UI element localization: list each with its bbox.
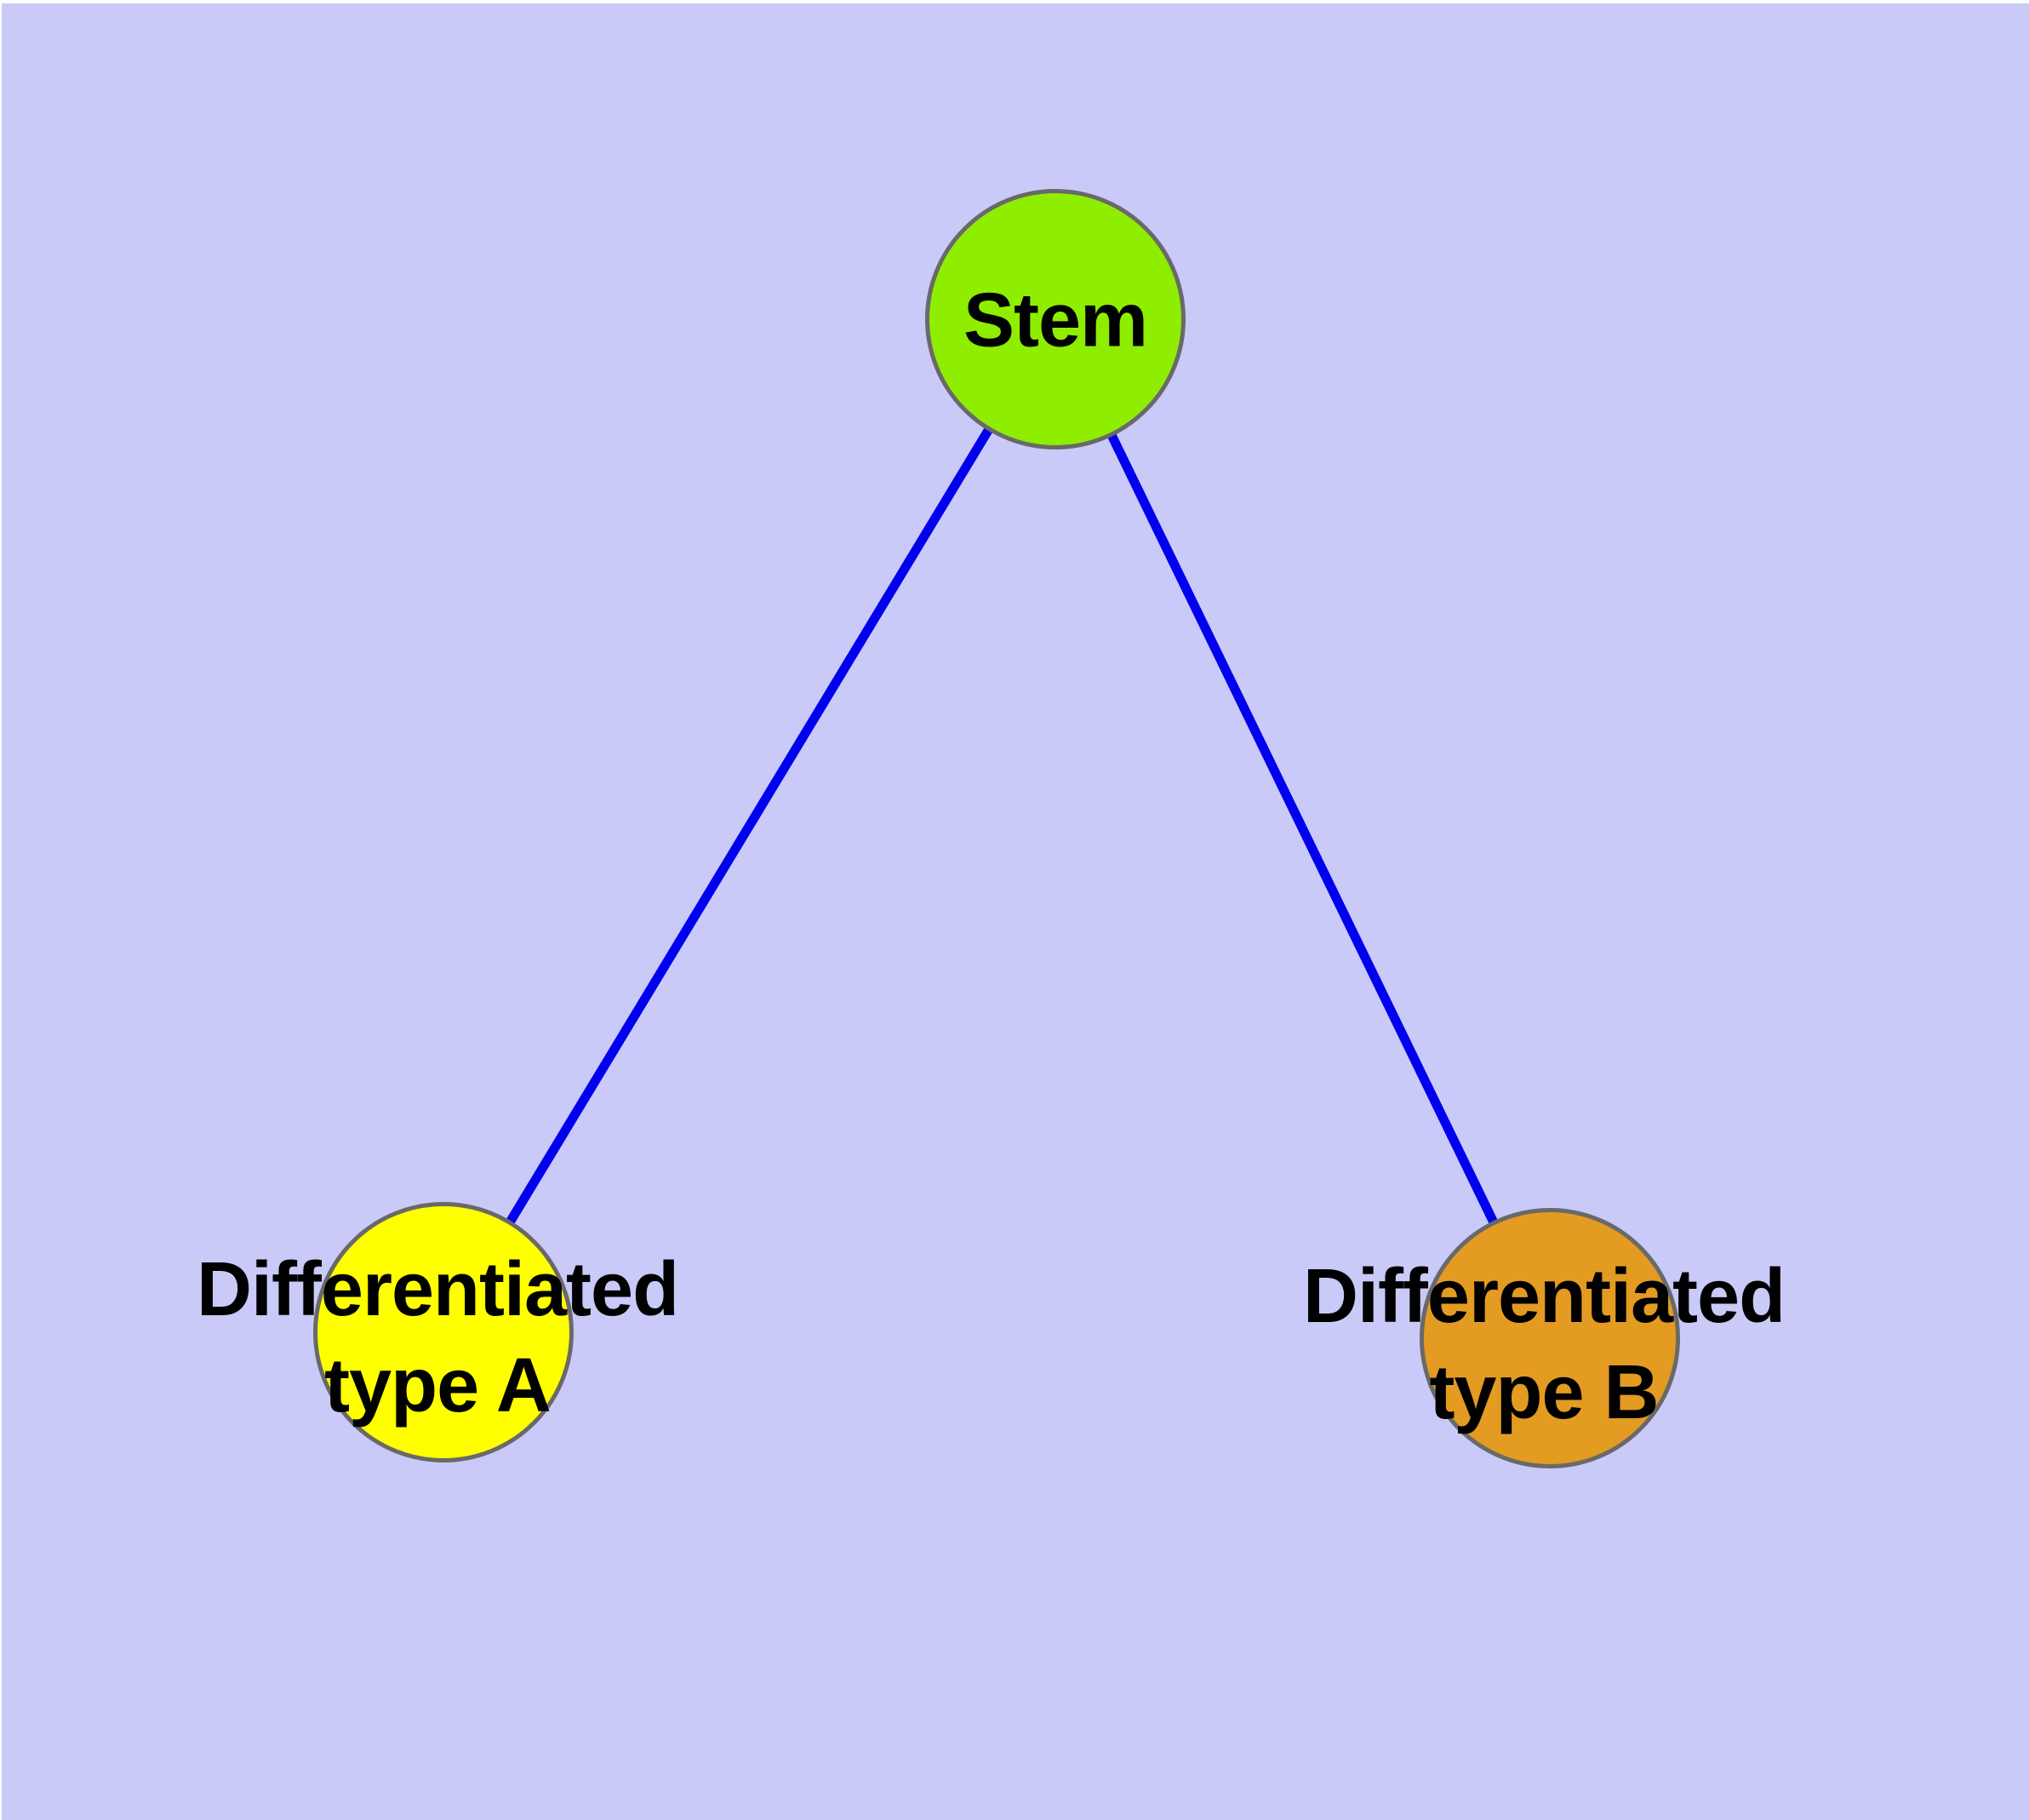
type-a-label-line-2: type A [324,1343,552,1428]
node-stem-label: Stem [963,278,1148,363]
diagram-canvas: Stem Differentiated type A Differentiate… [2,3,2029,1820]
node-differentiated-type-a-label: Differentiated type A [196,1242,679,1434]
edge-stem-to-type-a [438,314,1060,1337]
node-differentiated-type-b-label: Differentiated type B [1302,1249,1786,1441]
node-differentiated-type-a[interactable] [313,1202,574,1462]
node-stem[interactable] [925,189,1186,449]
node-differentiated-type-b[interactable] [1420,1208,1680,1468]
type-b-label-line-1: Differentiated [1302,1254,1786,1339]
edge-stem-to-type-b [1050,314,1555,1343]
type-b-label-line-2: type B [1429,1350,1659,1435]
edges-layer [438,314,1555,1343]
type-a-label-line-1: Differentiated [196,1247,679,1332]
